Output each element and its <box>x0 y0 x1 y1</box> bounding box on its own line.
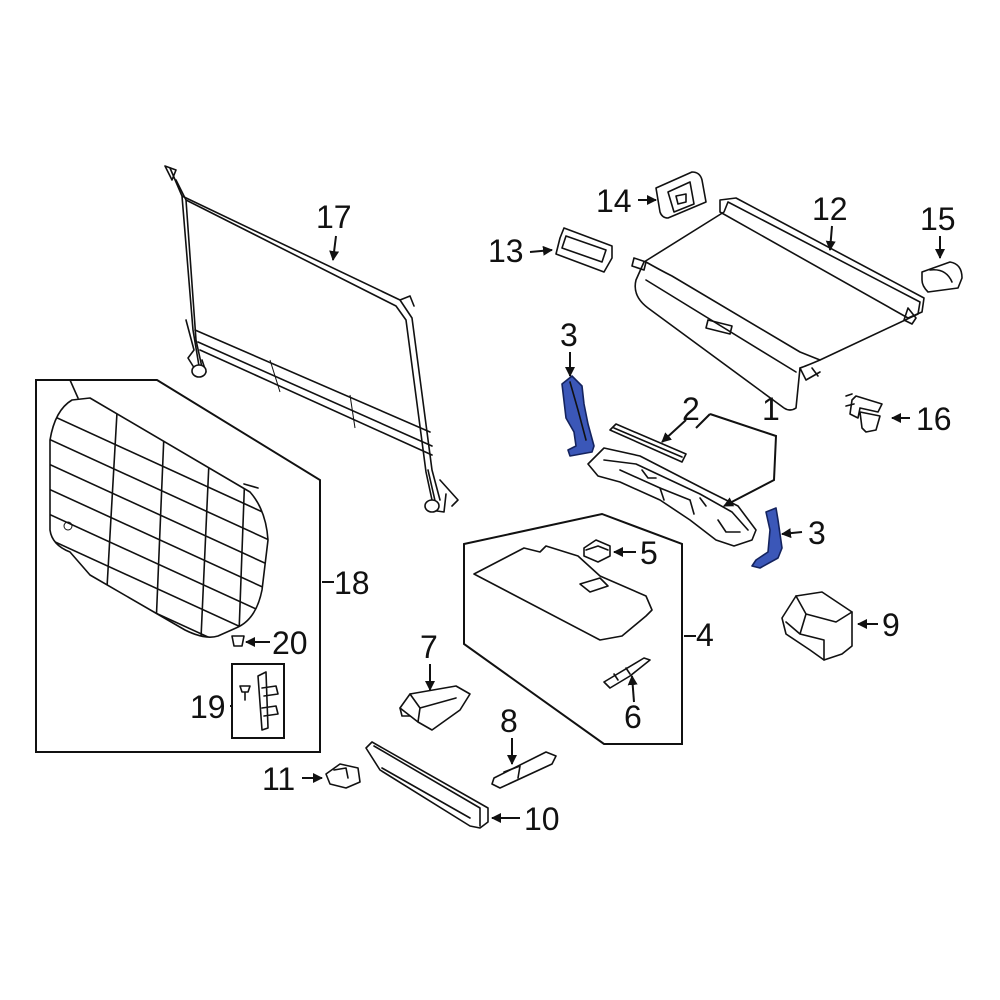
side-trim-bracket-part-3-left[interactable] <box>561 375 595 457</box>
callout-15: 15 <box>920 201 956 237</box>
clip-part-11[interactable] <box>325 763 361 789</box>
callout-13: 13 <box>488 233 524 269</box>
callout-19: 19 <box>190 689 226 725</box>
trim-cover-part-14[interactable] <box>655 171 707 219</box>
leader-line-12 <box>825 225 836 251</box>
group-box-19 <box>231 663 285 739</box>
callout-11: 11 <box>262 761 295 797</box>
group-box-4 <box>463 512 683 745</box>
callout-12: 12 <box>812 191 848 227</box>
callout-8: 8 <box>500 703 518 739</box>
callout-4: 4 <box>696 617 714 653</box>
scuff-plate-part-10[interactable] <box>365 741 489 829</box>
callout-7: 7 <box>420 629 438 665</box>
leader-line-13 <box>529 245 553 256</box>
trim-bracket-part-8[interactable] <box>491 751 557 789</box>
callout-9: 9 <box>882 607 900 643</box>
leader-line-17 <box>329 235 340 261</box>
callout-3a: 3 <box>560 317 578 353</box>
retainer-part-6[interactable] <box>603 657 651 689</box>
leader-line-2 <box>661 419 687 443</box>
end-cap-part-15[interactable] <box>921 261 963 293</box>
callout-10: 10 <box>524 801 560 837</box>
trim-strip-part-2[interactable] <box>609 423 687 463</box>
leader-line-1 <box>709 413 778 507</box>
group-box-18 <box>35 379 321 753</box>
leader-line-6 <box>627 675 638 703</box>
hook-bracket-part-19[interactable] <box>239 671 279 731</box>
bracket-part-16[interactable] <box>845 393 883 433</box>
cargo-barrier-net-part[interactable] <box>164 165 459 513</box>
trim-bracket-part-7[interactable] <box>399 685 471 731</box>
floor-panel-part-4[interactable] <box>473 545 653 641</box>
sill-trim-panel-part-1[interactable] <box>587 447 757 547</box>
callout-16: 16 <box>916 401 952 437</box>
cargo-cover-part-12[interactable] <box>631 197 925 411</box>
callout-17: 17 <box>316 199 352 235</box>
cargo-net-panel-part[interactable] <box>40 379 280 670</box>
clip-part-20[interactable] <box>231 635 245 647</box>
leader-line-2b <box>695 413 711 429</box>
side-trim-bracket-part-3-right[interactable] <box>751 507 783 569</box>
callout-2: 2 <box>682 391 700 427</box>
callout-5: 5 <box>640 535 658 571</box>
leader-line-3b <box>781 528 803 539</box>
callout-18: 18 <box>334 565 370 601</box>
clip-part-5[interactable] <box>583 539 611 563</box>
trim-panel-part-13[interactable] <box>555 227 613 273</box>
callout-6: 6 <box>624 699 642 735</box>
callout-1: 1 <box>762 391 780 427</box>
callout-3b: 3 <box>808 515 826 551</box>
callout-20: 20 <box>272 625 308 661</box>
callout-14: 14 <box>596 183 632 219</box>
storage-bin-part-9[interactable] <box>781 591 853 661</box>
